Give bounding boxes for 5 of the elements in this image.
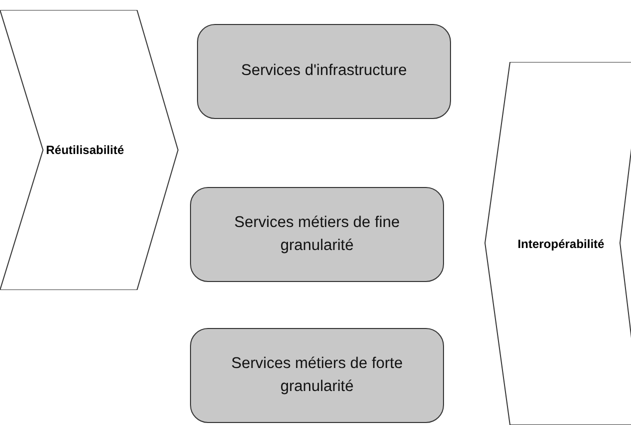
- rounded-box: Services métiers de forte granularité: [190, 328, 444, 423]
- chevron-label: Interopérabilité: [518, 236, 604, 250]
- rounded-box: Services d'infrastructure: [197, 24, 451, 119]
- chevron-label: Réutilisabilité: [46, 143, 124, 157]
- rounded-box: Services métiers de fine granularité: [190, 187, 444, 282]
